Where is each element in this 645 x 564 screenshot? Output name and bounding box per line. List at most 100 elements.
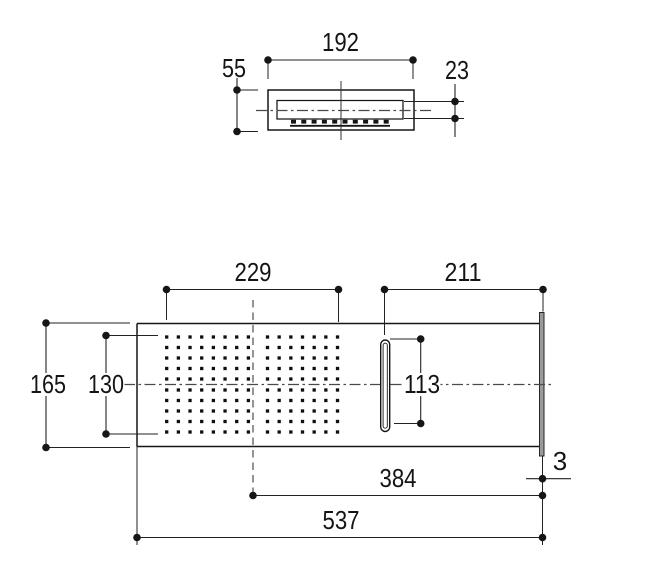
spray-hole: [223, 377, 227, 381]
spray-hole: [211, 366, 216, 371]
spray-hole: [211, 377, 216, 381]
top-view: 192 55 23: [222, 27, 469, 140]
spray-hole: [335, 366, 340, 371]
spray-hole: [289, 430, 293, 434]
spray-hole: [289, 409, 293, 413]
spray-hole: [200, 398, 204, 403]
dim-endpoint-dot: [102, 331, 110, 340]
spray-hole: [200, 335, 204, 339]
spray-hole: [200, 388, 204, 392]
dim-label-slot-to-wall: 211: [445, 257, 482, 287]
top-spout-outline: [276, 99, 404, 120]
spray-hole: [211, 419, 216, 424]
spray-hole: [300, 430, 305, 434]
dim-overall-length: 537: [133, 505, 547, 542]
dim-endpoint-dot: [233, 86, 241, 94]
nozzle-tooth: [291, 119, 296, 124]
dim-endpoint-dot: [451, 114, 459, 123]
spray-hole: [312, 409, 316, 413]
spray-hole: [312, 345, 316, 350]
spray-hole: [324, 430, 328, 434]
spray-hole: [223, 366, 227, 371]
spray-hole: [324, 345, 328, 350]
spray-hole: [300, 345, 305, 350]
spray-hole: [277, 356, 281, 360]
spray-hole: [289, 377, 293, 381]
dim-endpoint-dot: [233, 127, 241, 136]
nozzle-tooth: [342, 119, 348, 124]
spray-hole: [246, 377, 251, 381]
spray-hole: [176, 335, 181, 339]
spray-hole: [165, 430, 169, 434]
spray-hole: [277, 335, 281, 339]
dim-endpoint-dot: [162, 285, 171, 294]
spray-hole: [289, 356, 293, 360]
spray-hole: [176, 419, 181, 424]
spray-hole: [265, 377, 270, 381]
dim-label-flange-thickness: 3: [553, 446, 567, 476]
spray-hole: [211, 356, 216, 360]
spray-hole: [265, 388, 270, 392]
spray-hole: [289, 388, 293, 392]
dim-label-spray-width: 229: [235, 257, 272, 287]
spray-hole: [312, 377, 316, 381]
spray-hole: [165, 409, 169, 413]
spray-hole: [312, 366, 316, 371]
spray-hole: [235, 366, 239, 371]
spray-hole: [289, 398, 293, 403]
spray-hole: [300, 335, 305, 339]
nozzle-teeth: [291, 119, 389, 124]
dim-flange-thickness: 3: [526, 446, 571, 483]
spray-hole: [277, 366, 281, 371]
dim-endpoint-dot: [539, 285, 547, 294]
spray-hole: [200, 419, 204, 424]
spray-hole: [277, 419, 281, 424]
dim-label-center-to-wall: 384: [380, 463, 417, 493]
dim-label-slot-height: 113: [404, 369, 440, 399]
dim-top-spout-depth: 23: [404, 55, 469, 137]
spray-hole: [176, 366, 181, 371]
spray-hole: [176, 356, 181, 360]
spray-hole: [246, 345, 251, 350]
spray-hole: [324, 409, 328, 413]
dim-endpoint-dot: [102, 430, 110, 438]
label-backdrop: [403, 373, 441, 396]
spray-hole: [223, 388, 227, 392]
dim-label-top-spout-depth: 23: [445, 55, 469, 85]
spray-hole: [335, 356, 340, 360]
dim-endpoint-dot: [416, 419, 425, 428]
spray-hole: [223, 356, 227, 360]
spray-hole: [211, 398, 216, 403]
spray-hole: [235, 409, 239, 413]
spray-hole: [211, 335, 216, 339]
nozzle-tooth: [352, 119, 358, 124]
spray-hole: [176, 345, 181, 350]
spray-hole: [289, 419, 293, 424]
spray-hole: [188, 356, 192, 360]
spray-hole: [200, 377, 204, 381]
spray-hole: [235, 377, 239, 381]
spray-hole: [265, 398, 270, 403]
spray-hole: [235, 345, 239, 350]
spray-hole: [235, 356, 239, 360]
spray-hole: [176, 409, 181, 413]
dim-top-depth: 55: [222, 53, 258, 136]
spray-hole: [335, 377, 340, 381]
nozzle-tooth: [332, 119, 338, 124]
spray-hole: [335, 409, 340, 413]
spray-hole: [246, 419, 251, 424]
front-view: 229 211 165 130: [29, 257, 571, 545]
spray-hole: [312, 419, 316, 424]
dim-endpoint-dot: [538, 474, 547, 483]
spray-hole: [246, 398, 251, 403]
spray-hole: [335, 398, 340, 403]
spray-hole: [165, 398, 169, 403]
spray-hole: [165, 419, 169, 424]
spray-hole: [335, 335, 340, 339]
dim-endpoint-dot: [538, 533, 547, 542]
spray-hole: [235, 335, 239, 339]
spray-hole: [289, 366, 293, 371]
spray-hole: [165, 366, 169, 371]
dim-label-top-width: 192: [322, 27, 359, 57]
spray-hole: [300, 388, 305, 392]
